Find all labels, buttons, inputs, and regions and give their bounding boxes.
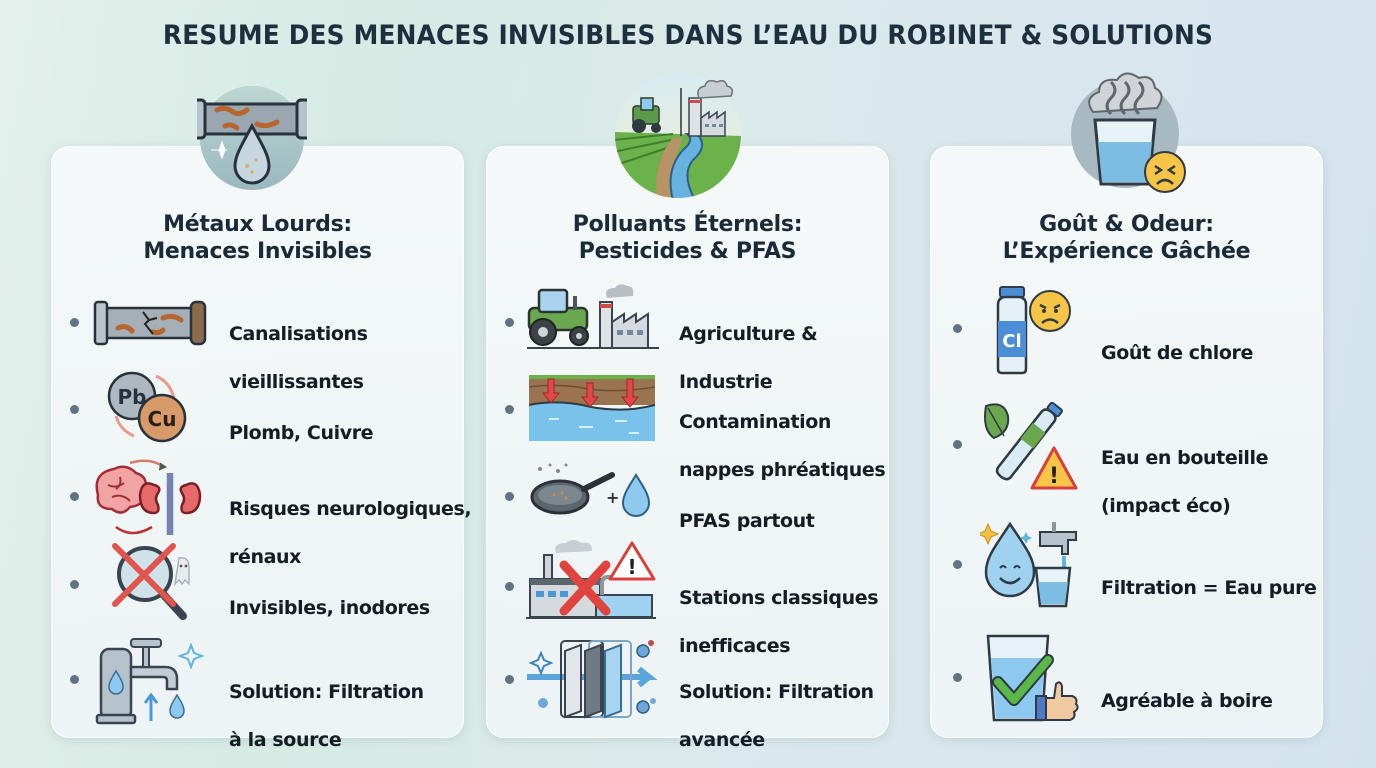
item-line2: inefficaces [679,635,791,657]
item-line1: PFAS partout [679,510,815,532]
card-title-line2: Menaces Invisibles [143,239,372,264]
bullet-icon [953,560,962,569]
bullet-icon [70,405,79,414]
brain-kidney-icon [90,455,210,542]
bullet-icon [505,318,514,327]
item-line1: Canalisations [229,323,368,345]
crossed-magnifier-icon [107,540,199,631]
item-line1: Solution: Filtration [229,681,424,703]
bullet-icon [505,582,514,591]
item-line1: Goût de chlore [1101,342,1253,364]
item-line2: rénaux [229,546,301,568]
bullet-icon [953,440,962,449]
item-text: Filtration = Eau pure [1101,552,1317,624]
bullet-icon [70,318,79,327]
item-line1: Agriculture & [679,323,818,345]
smelly-glass-icon [1071,72,1186,193]
item-line1: Contamination [679,411,832,433]
advanced-filter-icon [527,637,658,726]
card-forever-pollutants [486,146,889,738]
item-line1: Agréable à boire [1101,690,1273,712]
item-text: Goût de chlore [1101,317,1253,389]
page-title: RESUME DES MENACES INVISIBLES DANS L’EAU… [162,20,1214,51]
card-title-line2: L’Expérience Gâchée [1002,239,1251,264]
groundwater-contamination-icon [528,375,656,446]
item-line2: Industrie [679,371,773,393]
item-line1: Eau en bouteille [1101,447,1269,469]
item-line1: Solution: Filtration [679,681,874,703]
lead-copper-icon: Pb Cu [104,368,194,451]
happy-drop-glass-icon [976,518,1080,613]
item-text: PFAS partout [679,485,815,557]
item-text: Canalisations vieillissantes [229,298,368,418]
item-text: Agréable à boire [1101,665,1273,737]
glass-check-thumb-icon [986,634,1080,729]
svg-text:!: ! [1049,464,1059,489]
bullet-icon [70,675,79,684]
card-title-line1: Polluants Éternels: [572,212,803,237]
card-title-line2: Pesticides & PFAS [578,239,797,264]
plant-cross-warning-icon: ! [526,539,658,626]
faucet-filter-icon [95,635,207,732]
card-title: Métaux Lourds: Menaces Invisibles [51,211,464,265]
chlorine-bottle-icon: Cl [988,285,1076,380]
svg-text:Cu: Cu [148,407,177,431]
item-line1: Filtration = Eau pure [1101,577,1317,599]
card-heavy-metals [51,146,464,738]
item-text: Eau en bouteille (impact éco) [1101,422,1269,542]
tractor-factory-icon [525,282,660,355]
item-line2: vieillissantes [229,371,364,393]
rusty-pipe-drop-icon [197,80,307,190]
item-line1: Stations classiques [679,587,879,609]
bullet-icon [70,492,79,501]
item-line2: (impact éco) [1101,495,1231,517]
bullet-icon [953,673,962,682]
bullet-icon [953,324,962,333]
item-text: Contamination nappes phréatiques [679,386,886,506]
bullet-icon [505,492,514,501]
item-line1: Plomb, Cuivre [229,422,374,444]
card-title: Polluants Éternels: Pesticides & PFAS [486,211,889,265]
farm-factory-river-icon [615,72,741,198]
item-line2: avancée [679,729,765,751]
item-line1: Risques neurologiques, [229,498,472,520]
svg-text:+: + [606,488,619,507]
bullet-icon [505,405,514,414]
item-text: Invisibles, inodores [229,572,430,644]
svg-text:Cl: Cl [1002,331,1021,352]
pan-plus-drop-icon: + [530,461,655,528]
card-title: Goût & Odeur: L’Expérience Gâchée [930,211,1323,265]
bullet-icon [70,580,79,589]
item-text: Solution: Filtration avancée [679,656,874,768]
cracked-pipe-icon [93,298,208,353]
plastic-bottle-warning-icon: ! [980,398,1078,499]
item-text: Agriculture & Industrie [679,298,818,418]
svg-text:!: ! [627,555,636,579]
item-text: Solution: Filtration à la source [229,656,424,768]
card-title-line1: Métaux Lourds: [163,212,352,237]
item-line2: nappes phréatiques [679,459,886,481]
item-text: Risques neurologiques, rénaux [229,473,472,593]
card-title-line1: Goût & Odeur: [1039,212,1214,237]
item-text: Stations classiques inefficaces [679,562,879,682]
item-text: Plomb, Cuivre [229,397,374,469]
bullet-icon [505,675,514,684]
item-line1: Invisibles, inodores [229,597,430,619]
item-line2: à la source [229,729,342,751]
